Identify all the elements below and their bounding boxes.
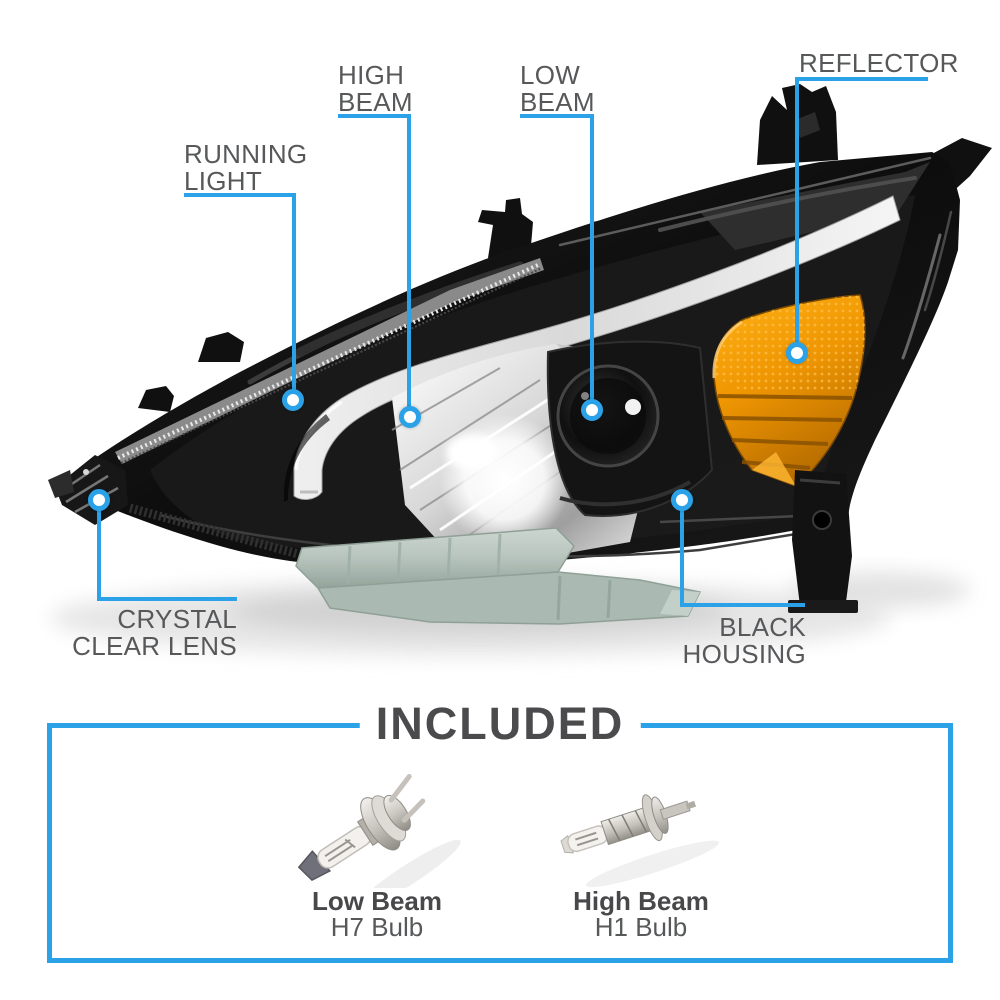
low-beam-line-v [590, 114, 594, 402]
mounting-bracket [295, 527, 702, 625]
low-beam-label: LOW BEAM [520, 60, 595, 117]
h1-bulb-image [521, 760, 761, 888]
bulb-type: H1 Bulb [594, 912, 688, 942]
included-box: INCLUDED [47, 698, 953, 963]
high-beam-line-v [407, 114, 411, 409]
bulb-name: High Beam [573, 886, 709, 916]
running-light-label: RUNNING LIGHT [184, 139, 308, 196]
black-housing-label: BLACK HOUSING [682, 612, 806, 669]
included-title: INCLUDED [359, 698, 641, 750]
running-light-line-h [184, 193, 296, 197]
lens-reflections [247, 156, 932, 385]
h7-bulb-image [257, 760, 497, 888]
left-tip [48, 455, 128, 525]
running-light-band [283, 195, 901, 502]
included-item-low-beam: Low Beam H7 Bulb [257, 760, 497, 940]
bulb-name: Low Beam [311, 886, 443, 916]
running-light-line-v [292, 193, 296, 400]
black-housing-line-h [680, 603, 805, 607]
bulb-type: H7 Bulb [330, 912, 424, 942]
crystal-clear-lens-line-v [97, 505, 101, 601]
crystal-clear-lens-label: CRYSTAL CLEAR LENS [72, 604, 237, 661]
reflector-marker-dot [786, 342, 808, 364]
h1-halogen-bulb-icon [560, 794, 720, 888]
reflector-line-h [795, 77, 928, 81]
high-beam-line-h [338, 114, 411, 118]
high-beam-marker-dot [399, 406, 421, 428]
edge-streaks [901, 210, 953, 360]
reflector-label: REFLECTOR [799, 48, 959, 78]
black-housing-line-v [680, 505, 684, 607]
rim-texture-strip [115, 258, 544, 464]
running-light-marker-dot [282, 389, 304, 411]
low-beam-marker-dot [581, 399, 603, 421]
crystal-clear-lens-line-h [97, 597, 237, 601]
black-housing-marker-dot [671, 489, 693, 511]
low-beam-line-h [520, 114, 594, 118]
high-beam-label: HIGH BEAM [338, 60, 413, 117]
included-item-high-beam: High Beam H1 Bulb [521, 760, 761, 940]
reflector-line-v [795, 77, 799, 345]
crystal-clear-lens-marker-dot [88, 489, 110, 511]
amber-reflector [712, 294, 866, 487]
right-bracket [788, 470, 858, 613]
h7-halogen-bulb-icon [297, 773, 461, 888]
low-beam-projector [546, 340, 714, 517]
